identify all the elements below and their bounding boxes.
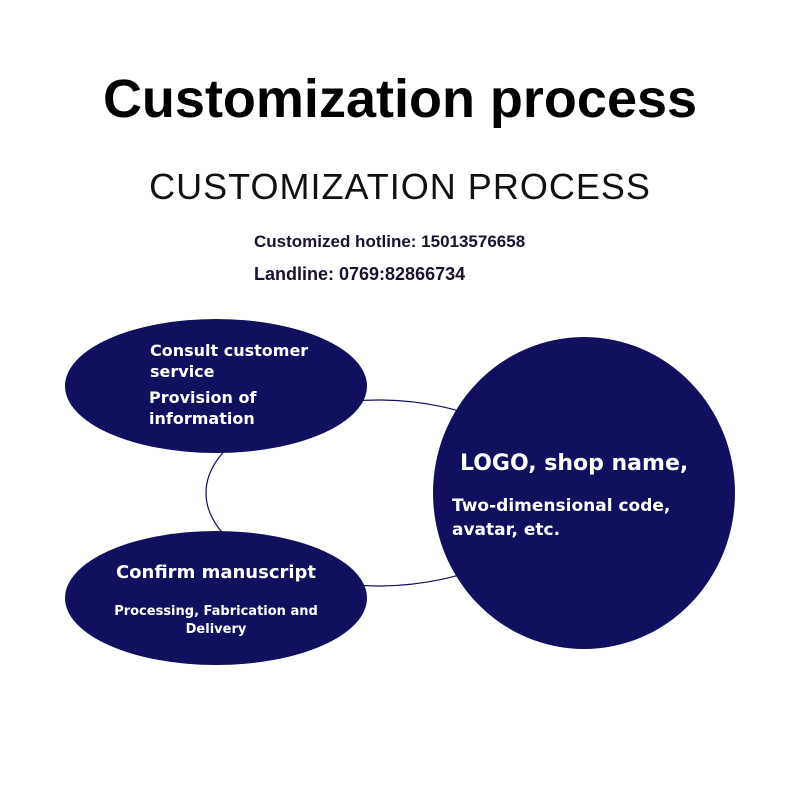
page-subtitle: CUSTOMIZATION PROCESS [149,166,651,207]
page-title: Customization process [102,69,698,129]
confirm-title: Confirm manuscript [115,562,317,583]
node-consult [65,319,367,453]
consult-title: Consult customer service [150,341,309,381]
consult-detail: Provision of information [149,388,257,428]
landline-text: Landline: 0769:82866734 [254,264,466,284]
node-design [433,337,735,649]
design-title: LOGO, shop name, [460,451,689,476]
hotline-text: Customized hotline: 15013576658 [254,232,526,251]
design-detail: Two-dimensional code, avatar, etc. [452,496,671,540]
confirm-detail: Processing, Fabrication and Delivery [114,604,318,637]
node-confirm [65,531,367,665]
